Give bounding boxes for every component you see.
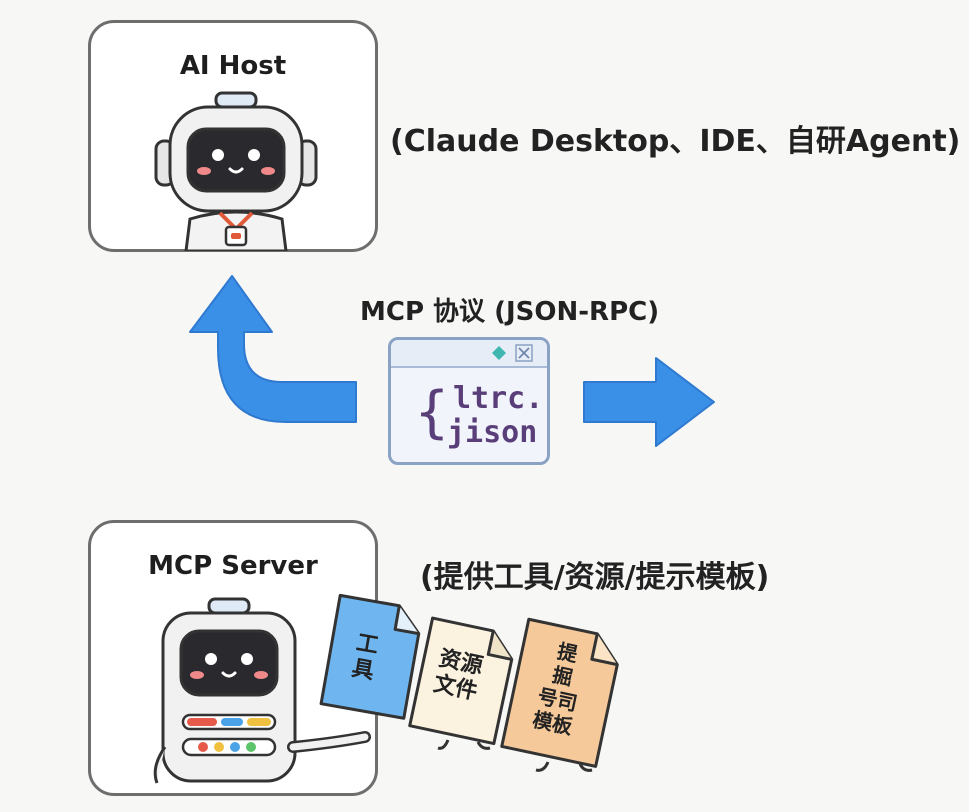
arrow-up-to-host-icon: [189, 275, 357, 423]
host-robot-icon: [154, 91, 318, 251]
close-icon: [515, 344, 533, 362]
mcp-server-caption: (提供工具/资源/提示模板): [420, 560, 770, 595]
json-line-2: jison: [447, 415, 538, 450]
template-document-icon: [500, 617, 619, 772]
mcp-server-title: MCP Server: [148, 551, 318, 581]
diamond-icon: [492, 346, 506, 360]
ai-host-caption: (Claude Desktop、IDE、自研Agent): [390, 124, 961, 159]
ai-host-box: AI Host: [88, 20, 378, 252]
json-rpc-window: { ltrc. jison: [388, 337, 550, 465]
json-brace: {: [415, 380, 449, 445]
json-line-1: ltrc.: [453, 381, 544, 416]
server-robot-icon: [153, 597, 371, 784]
resource-document-icon: [408, 616, 514, 750]
protocol-label: MCP 协议 (JSON-RPC): [360, 297, 660, 327]
ai-host-title: AI Host: [179, 51, 287, 81]
window-titlebar: [391, 340, 547, 368]
tool-document-icon: [319, 593, 421, 720]
arrow-right-icon: [583, 357, 715, 447]
